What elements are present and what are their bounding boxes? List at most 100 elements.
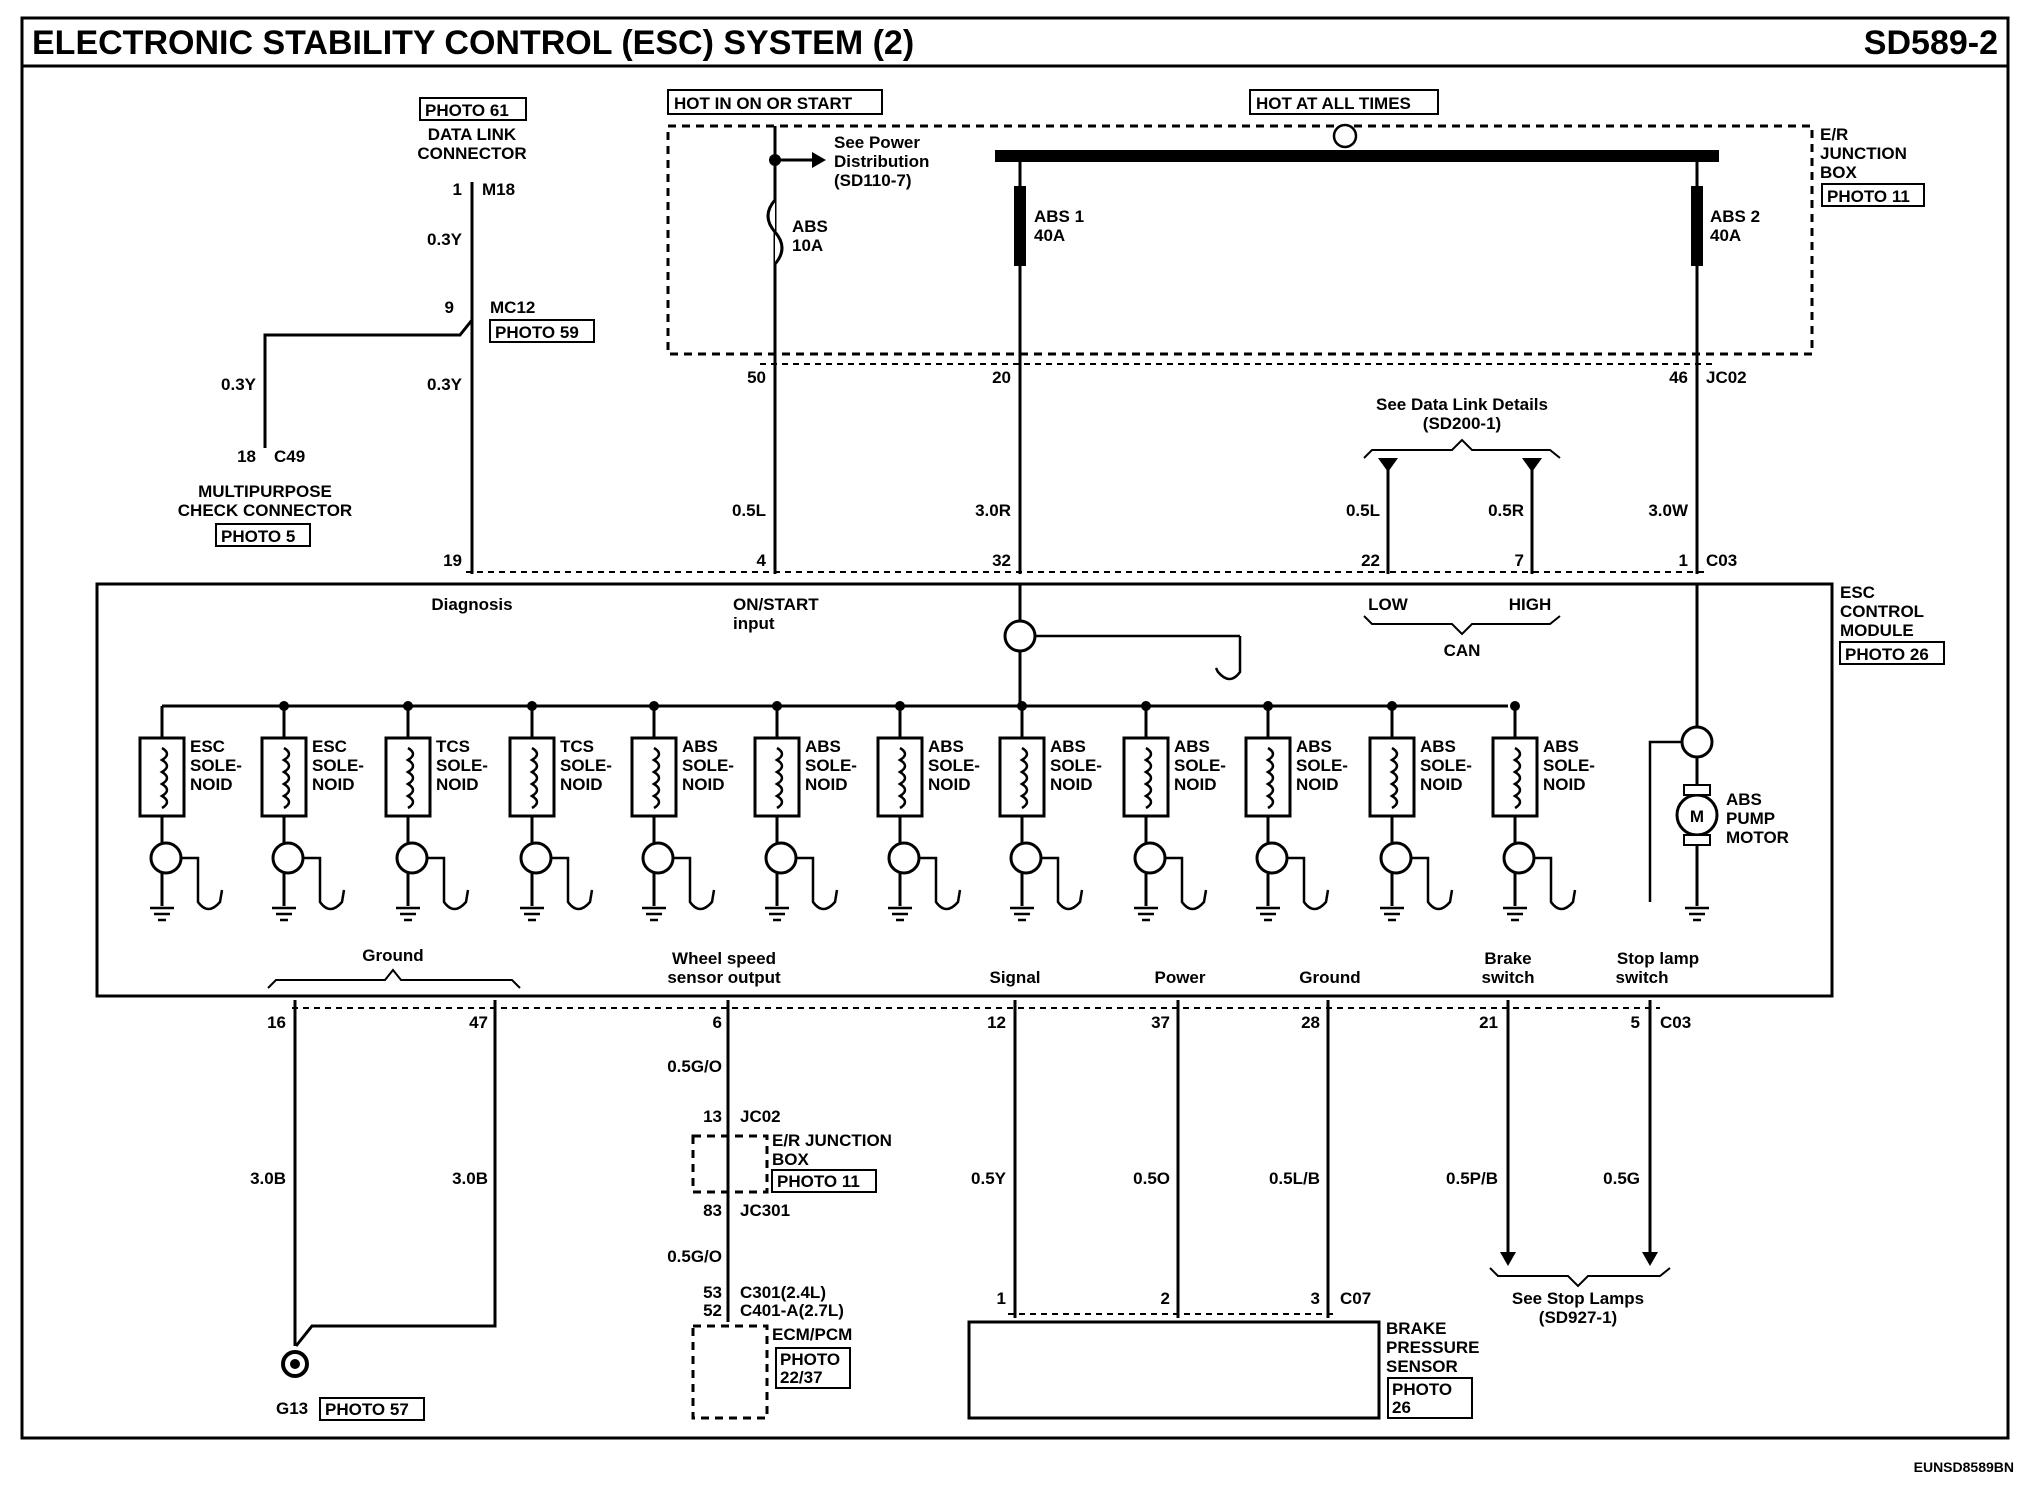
- can-see-1: See Data Link Details: [1376, 395, 1548, 414]
- wss-c301: C301(2.4L): [740, 1283, 826, 1302]
- solenoid-4-label-3: NOID: [560, 775, 603, 794]
- solenoid-5-control: [673, 856, 716, 911]
- solenoid-11-control: [1411, 856, 1454, 911]
- solenoid-1-transistor-icon: [149, 841, 183, 875]
- solenoid-5-ground-icon: [642, 906, 666, 922]
- solenoid-9-label-1: ABS: [1174, 737, 1210, 756]
- sensor-photo-2: 26: [1392, 1398, 1411, 1417]
- mod-top-conn: C03: [1706, 551, 1737, 570]
- can-bottom-brace: [1363, 615, 1561, 636]
- solenoid-2-control: [303, 856, 346, 911]
- solenoid-5-label-2: SOLE-: [682, 756, 734, 775]
- mod-pin-32: 32: [992, 551, 1011, 570]
- g13-photo: PHOTO 57: [325, 1400, 409, 1419]
- wire-3.0W: 3.0W: [1648, 501, 1689, 520]
- solenoid-3-box: [384, 736, 432, 818]
- wss-jb-2: BOX: [772, 1150, 810, 1169]
- abs1-fuse-icon: [1014, 186, 1026, 266]
- solenoid-12-ground-icon: [1503, 906, 1527, 922]
- see-power-2: Distribution: [834, 152, 929, 171]
- solenoid-3-label-3: NOID: [436, 775, 479, 794]
- solenoid-9-label-3: NOID: [1174, 775, 1217, 794]
- solenoid-10-box: [1244, 736, 1292, 818]
- solenoid-6-label-1: ABS: [805, 737, 841, 756]
- ecm-photo-1: PHOTO: [780, 1350, 840, 1369]
- wss-pin-53: 53: [703, 1283, 722, 1302]
- mc12-photo: PHOTO 59: [495, 323, 579, 342]
- solenoid-4-splice: [527, 701, 537, 711]
- solenoid-6-splice: [772, 701, 782, 711]
- solenoid-3-label-1: TCS: [436, 737, 470, 756]
- dlc-photo-box: [419, 97, 527, 121]
- wire-0.5L: 0.5L: [732, 501, 766, 520]
- sensor-name-3: SENSOR: [1386, 1357, 1458, 1376]
- wss-jc02: JC02: [740, 1107, 781, 1126]
- can-label: CAN: [1444, 641, 1481, 660]
- bot-pin-16: 16: [267, 1013, 286, 1032]
- wire-3.0R: 3.0R: [975, 501, 1011, 520]
- mod-pin-22: 22: [1361, 551, 1380, 570]
- solenoid-2-ground-icon: [272, 906, 296, 922]
- ground-wire-47: [294, 1000, 497, 1347]
- wss-wire-2: 0.5G/O: [667, 1247, 722, 1266]
- bot-pin-6: 6: [713, 1013, 722, 1032]
- mc12-photo-box: [489, 319, 595, 343]
- wss-jb-photo: PHOTO 11: [777, 1172, 860, 1191]
- solenoid-1-label-3: NOID: [190, 775, 233, 794]
- solenoid-1-coil-icon: [159, 746, 169, 810]
- check-conn-2: CHECK CONNECTOR: [178, 501, 352, 520]
- solenoid-4-coil-icon: [529, 746, 539, 810]
- ecm-label: ECM/PCM: [772, 1325, 852, 1344]
- solenoid-2-label-2: SOLE-: [312, 756, 364, 775]
- wss-jc301: JC301: [740, 1201, 790, 1220]
- jb-name-3: BOX: [1820, 163, 1858, 182]
- ecm-outline: [691, 1324, 769, 1420]
- motor-m: M: [1690, 807, 1704, 826]
- sensor-photo-1: PHOTO: [1392, 1380, 1452, 1399]
- brake-switch-arrow: [1500, 1252, 1516, 1266]
- solenoid-2-splice: [279, 701, 289, 711]
- sensor-pin-3: 3: [1311, 1289, 1320, 1308]
- solenoid-12-box: [1491, 736, 1539, 818]
- solenoid-11-box: [1368, 736, 1416, 818]
- wss-jb-photo-box: [771, 1169, 877, 1193]
- stop-label-1: Stop lamp: [1617, 949, 1699, 968]
- motor-name-3: MOTOR: [1726, 828, 1789, 847]
- sensor-wire-label-2: 0.5O: [1133, 1169, 1170, 1188]
- can-high-arrow: [1522, 458, 1542, 472]
- bot-pin-28: 28: [1301, 1013, 1320, 1032]
- solenoid-1-control: [181, 856, 224, 911]
- jb-photo-box: [1821, 183, 1925, 207]
- stop-label-2: switch: [1616, 968, 1669, 987]
- g13-label: G13: [276, 1399, 308, 1418]
- wss-jb-1: E/R JUNCTION: [772, 1131, 892, 1150]
- solenoid-11-coil-icon: [1389, 746, 1399, 810]
- module-name-2: CONTROL: [1840, 602, 1924, 621]
- ground-wire-label-1: 3.0B: [250, 1169, 286, 1188]
- module-name-3: MODULE: [1840, 621, 1914, 640]
- sensor-pin-1: 1: [997, 1289, 1006, 1308]
- solenoid-12-splice: [1510, 701, 1520, 711]
- motor-ground-icon: [1685, 906, 1709, 922]
- motor-transistor-icon: [1680, 725, 1714, 759]
- solenoid-7-control: [919, 856, 962, 911]
- diagram-title: ELECTRONIC STABILITY CONTROL (ESC) SYSTE…: [32, 24, 914, 62]
- see-stop-2: (SD927-1): [1539, 1308, 1617, 1327]
- abs2-fuse-icon: [1691, 186, 1703, 266]
- sensor-name-1: BRAKE: [1386, 1319, 1446, 1338]
- power-dist-arrowhead: [812, 152, 826, 168]
- solenoid-7-splice: [895, 701, 905, 711]
- sensor-wire-label-3: 0.5L/B: [1269, 1169, 1320, 1188]
- solenoid-3-ground-icon: [396, 906, 420, 922]
- wss-c401: C401-A(2.7L): [740, 1301, 844, 1320]
- check-conn-1: MULTIPURPOSE: [198, 482, 332, 501]
- solenoid-9-control: [1165, 856, 1208, 911]
- solenoid-3-coil-icon: [405, 746, 415, 810]
- solenoid-7-transistor-icon: [887, 841, 921, 875]
- solenoid-11-label-2: SOLE-: [1420, 756, 1472, 775]
- jc02-label: JC02: [1706, 368, 1747, 387]
- bot-pin-5: 5: [1631, 1013, 1640, 1032]
- solenoid-9-splice: [1141, 701, 1151, 711]
- mod-pin-4: 4: [757, 551, 767, 570]
